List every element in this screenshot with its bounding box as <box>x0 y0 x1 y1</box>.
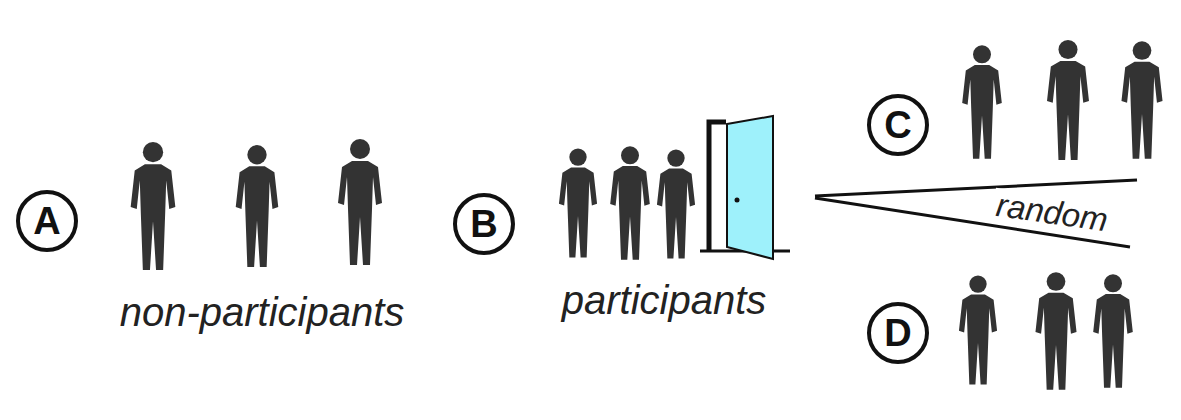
door-panel <box>727 116 773 259</box>
door-knob <box>735 198 740 203</box>
person-figure <box>657 149 695 258</box>
random-wedge <box>815 180 1137 247</box>
group-c-figures <box>962 40 1162 160</box>
wedge-label: random <box>991 188 1113 239</box>
person-figure <box>1047 40 1089 160</box>
callout-circle: D <box>867 302 929 364</box>
person-figure <box>559 148 597 257</box>
callout-letter: D <box>884 314 911 352</box>
person-figure <box>962 45 1002 158</box>
group-d-figures <box>959 272 1133 390</box>
person-figure <box>236 145 279 267</box>
callout-circle: C <box>867 94 929 156</box>
callout-letter: C <box>884 106 911 144</box>
person-figure <box>610 146 650 259</box>
person-figure <box>1121 41 1162 159</box>
person-figure <box>338 139 382 265</box>
person-figure <box>131 142 176 270</box>
callout-letter: B <box>470 205 497 243</box>
callout-letter: A <box>33 202 60 240</box>
person-figure <box>1093 274 1133 387</box>
group-label: non-participants <box>120 291 405 333</box>
participant-figures <box>559 146 695 259</box>
group-label: participants <box>562 279 767 321</box>
wedge-line <box>815 180 1137 196</box>
person-figure <box>959 275 997 384</box>
callout-circle: A <box>16 190 78 252</box>
door <box>700 116 790 259</box>
callout-circle: B <box>453 193 515 255</box>
person-figure <box>1035 272 1076 390</box>
door-frame <box>709 122 726 250</box>
non-participant-figures <box>131 139 382 270</box>
